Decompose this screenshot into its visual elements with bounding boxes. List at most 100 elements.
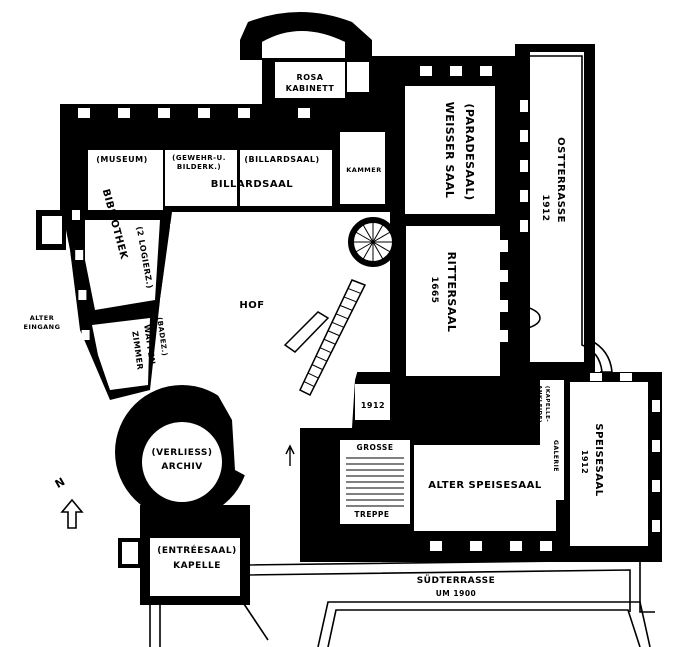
window	[420, 66, 432, 76]
suedterrasse-label: SÜDTERRASSE	[417, 575, 496, 586]
window	[652, 520, 660, 532]
window	[652, 400, 660, 412]
spiral-step	[372, 224, 384, 243]
rittersaal-year: 1665	[429, 276, 439, 303]
window	[520, 160, 528, 172]
ramp-step	[311, 364, 323, 371]
galerie-label: GALERIE	[552, 440, 559, 472]
ramp-step	[327, 330, 340, 337]
entry-arrow-icon	[285, 444, 295, 466]
entreesaal-label: (ENTRÉESAAL)	[157, 544, 236, 556]
window	[75, 250, 84, 260]
window	[652, 440, 660, 452]
window	[500, 300, 508, 312]
archiv-label: ARCHIV	[161, 462, 202, 472]
window	[78, 108, 90, 118]
speisesaal-year: 1912	[580, 450, 589, 474]
window	[540, 541, 552, 551]
courtyard-ramp	[283, 279, 367, 397]
rittersaal-room	[406, 226, 500, 376]
north-label: N	[53, 475, 68, 491]
ramp-step	[343, 296, 357, 303]
terrace-line	[327, 609, 641, 647]
billardsaal-paren-label: (BILLARDSAAL)	[244, 155, 319, 164]
windows	[72, 66, 660, 551]
ramp-step	[319, 347, 332, 354]
gewehr-label-2: BILDERK.)	[177, 163, 221, 171]
terrace-line	[239, 597, 269, 641]
stair-well	[262, 32, 345, 58]
window	[72, 210, 80, 220]
kapelle-ankleide-label-1: (KAPELLE-	[544, 386, 550, 422]
spiral-step	[372, 231, 391, 243]
window	[81, 330, 90, 340]
window	[78, 290, 87, 300]
kapelle-bastion-room	[122, 542, 138, 564]
ramp-landing	[283, 311, 330, 353]
window	[118, 108, 130, 118]
window	[88, 410, 96, 420]
terrace-line	[244, 569, 631, 612]
kammer-room	[340, 132, 385, 204]
ramp-step	[335, 313, 349, 320]
spiral-step	[355, 241, 374, 253]
speisesaal-room	[570, 382, 648, 546]
rittersaal-label: RITTERSAAL	[445, 252, 458, 333]
billardsaal-room	[240, 150, 332, 206]
window	[520, 190, 528, 202]
ramp-step	[323, 338, 336, 345]
window	[480, 66, 492, 76]
spiral-step	[372, 241, 384, 260]
ostterrasse-label: OSTTERRASSE	[555, 137, 566, 223]
stair-year-label: 1912	[361, 401, 385, 410]
window	[510, 541, 522, 551]
small-closet	[347, 62, 369, 92]
kapelle-ankleide-label-2: ANKLEIDE)	[536, 385, 542, 423]
ostterrasse-room	[530, 52, 584, 362]
rosa-label-1: ROSA	[297, 73, 324, 82]
labels: ROSA KABINETT (PARADESAAL) WEISSER SAAL …	[24, 73, 604, 598]
paradesaal-label: (PARADESAAL)	[463, 103, 476, 200]
terrace-line	[317, 601, 651, 647]
ramp-step	[315, 355, 328, 362]
gewehr-room	[165, 150, 237, 206]
alter-eingang-label-1: ALTER	[30, 314, 54, 322]
ramp-step	[303, 381, 315, 387]
ramp-step	[351, 279, 366, 286]
kapelle-label: KAPELLE	[173, 561, 221, 571]
spiral-stair-steps	[353, 222, 393, 262]
north-arrow-icon	[60, 498, 84, 529]
terrace-line	[244, 559, 655, 613]
window	[238, 108, 250, 118]
alter-speisesaal-label: ALTER SPEISESAAL	[428, 480, 542, 491]
top-stair-tower	[240, 12, 372, 60]
kapelle-room	[150, 538, 240, 596]
alter-eingang-label-2: EINGANG	[24, 323, 61, 331]
ostterrasse-year: 1912	[540, 194, 550, 221]
window	[450, 66, 462, 76]
courtyard	[160, 212, 390, 510]
window	[520, 220, 528, 232]
window	[158, 108, 170, 118]
archiv-room	[142, 422, 222, 502]
weisser-saal-label: WEISSER SAAL	[443, 102, 456, 199]
window	[500, 270, 508, 282]
grosse-label: GROSSE	[357, 443, 394, 452]
terrace-line	[528, 55, 603, 373]
treppe-label: TREPPE	[354, 510, 389, 519]
museum-label: (MUSEUM)	[96, 155, 147, 164]
grosse-treppe-steps	[346, 457, 404, 507]
window	[652, 480, 660, 492]
hof-label: HOF	[239, 300, 264, 311]
verliess-label: (VERLIESS)	[151, 448, 212, 458]
window	[520, 100, 528, 112]
bastion-room	[42, 216, 62, 244]
spiral-step	[355, 231, 374, 243]
rosa-label-2: KABINETT	[286, 84, 335, 93]
weisser-saal-room	[405, 86, 495, 214]
ramp-step	[331, 321, 345, 328]
north-arrow	[60, 498, 84, 529]
suedterrasse-year: UM 1900	[436, 589, 477, 598]
ramp-step	[299, 389, 311, 396]
stair-1912-room	[355, 384, 390, 420]
